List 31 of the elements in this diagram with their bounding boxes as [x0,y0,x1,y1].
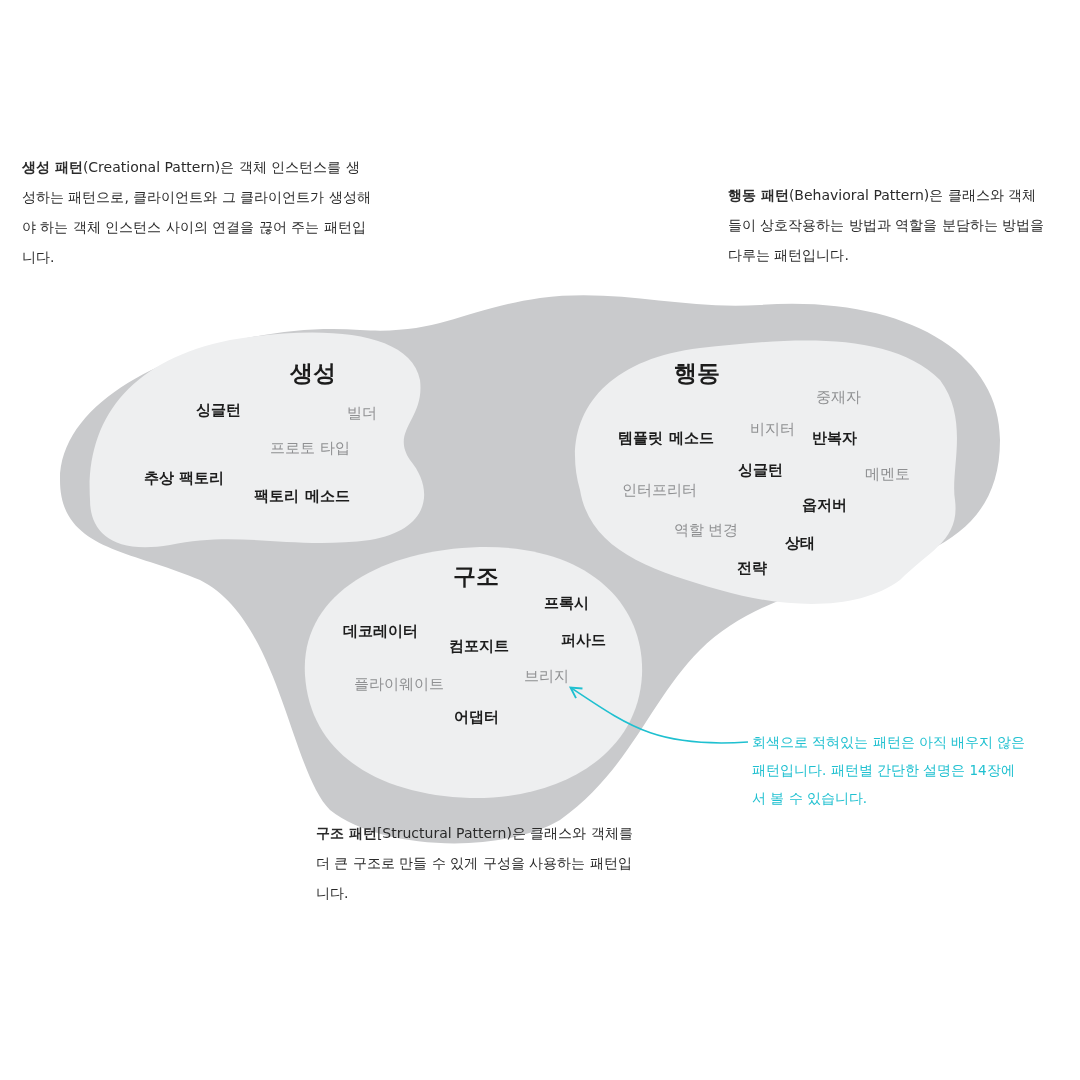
pattern-name: 템플릿 메소드 [618,428,714,448]
pattern-name: 싱글턴 [195,400,241,420]
arrow [569,686,749,744]
pattern-name: 비지터 [749,419,795,439]
pattern-name: 브리지 [523,666,569,686]
handwritten-note: 회색으로 적혀있는 패턴은 아직 배우지 않은 패턴입니다. 패턴별 간단한 설명은 14장에서 볼 수 있습니다. [752,728,1027,812]
pattern-name: 어댑터 [453,707,499,727]
description-paragraph: 구조 패턴[Structural Pattern)은 클래스와 객체를 더 큰 구조로 만들 수 있게 구성을 사용하는 패턴입니다. [316,824,634,903]
pattern-name: 반복자 [811,428,857,448]
pattern-name: 데코레이터 [342,621,418,641]
group-heading: 생성 [290,358,336,388]
pattern-name: 추상 팩토리 [143,468,225,488]
pattern-name: 싱글턴 [737,460,783,480]
pattern-name: 컴포지트 [449,636,509,656]
pattern-name: 프로토 타입 [270,438,350,458]
group-heading: 행동 [674,358,720,388]
description-paragraph: 행동 패턴(Behavioral Pattern)은 클래스와 객체들이 상호작용하는 방법과 역할을 분담하는 방법을 다루는 패턴입니다. [728,186,1046,265]
pattern-name: 팩토리 메소드 [254,486,350,506]
description-paragraph: 생성 패턴(Creational Pattern)은 객체 인스턴스를 생성하는 패턴으로, 클라이언트와 그 클라이언트가 생성해야 하는 객체 인스턴스 사이의 연결을 끊어 주는 패턴입니다. [22,158,372,267]
pattern-name: 빌더 [347,403,377,423]
pattern-name: 중재자 [815,387,861,407]
pattern-name: 옵저버 [801,495,847,515]
group-heading: 구조 [453,561,499,591]
pattern-name: 상태 [785,533,815,553]
pattern-name: 메멘토 [864,464,910,484]
pattern-name: 플라이웨이트 [354,674,444,694]
pattern-name: 전략 [737,558,767,578]
pattern-name: 역할 변경 [673,520,739,540]
pattern-name: 인터프리터 [621,480,697,500]
pattern-name: 퍼사드 [560,630,606,650]
pattern-name: 프록시 [543,593,589,613]
